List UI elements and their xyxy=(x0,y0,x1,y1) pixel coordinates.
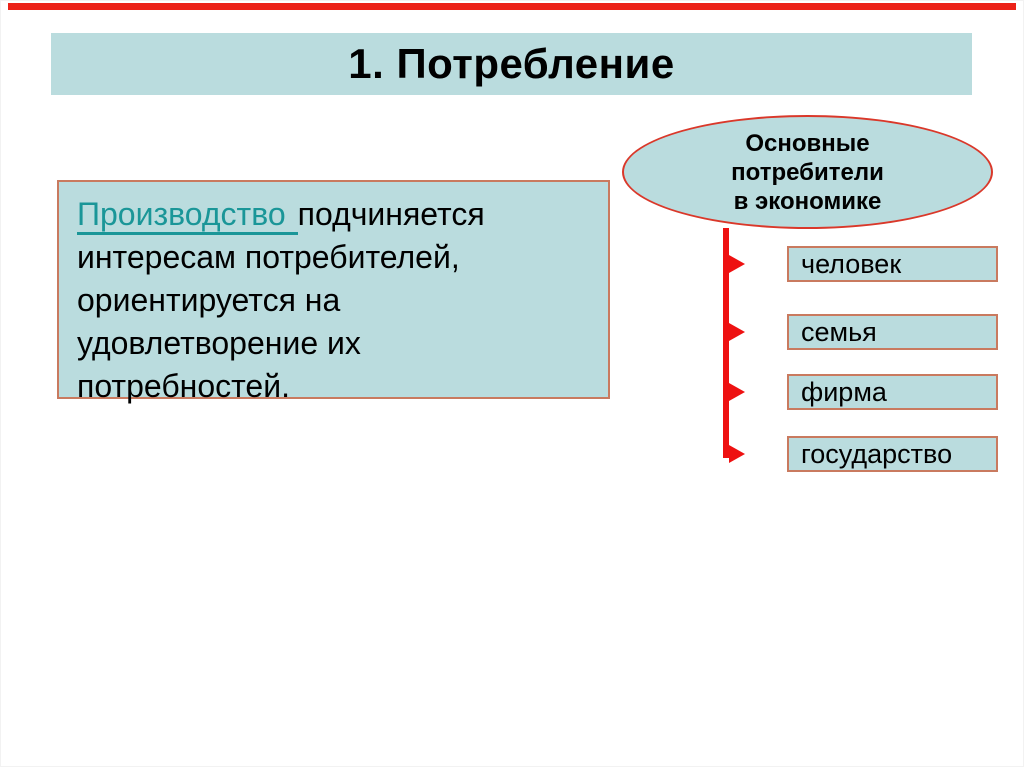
arrow-right-icon xyxy=(729,255,745,273)
consumer-label: человек xyxy=(801,248,902,279)
consumers-ellipse: Основные потребители в экономике xyxy=(622,115,993,229)
definition-term: Производство xyxy=(77,196,298,235)
consumer-box: фирма xyxy=(787,374,998,410)
consumer-label: фирма xyxy=(801,376,887,407)
consumer-label: семья xyxy=(801,316,877,347)
top-accent-bar xyxy=(8,3,1016,10)
consumer-box: человек xyxy=(787,246,998,282)
definition-text: подчиняется интересам потребителей, орие… xyxy=(77,196,485,404)
consumer-label: государство xyxy=(801,438,953,469)
arrow-right-icon xyxy=(729,323,745,341)
consumer-box: семья xyxy=(787,314,998,350)
arrow-right-icon xyxy=(729,445,745,463)
ellipse-label: Основные потребители в экономике xyxy=(731,129,884,215)
arrow-right-icon xyxy=(729,383,745,401)
page-title: 1. Потребление xyxy=(348,40,675,87)
title-bar: 1. Потребление xyxy=(51,33,972,95)
tree-vertical-line xyxy=(723,228,729,458)
consumer-box: государство xyxy=(787,436,998,472)
